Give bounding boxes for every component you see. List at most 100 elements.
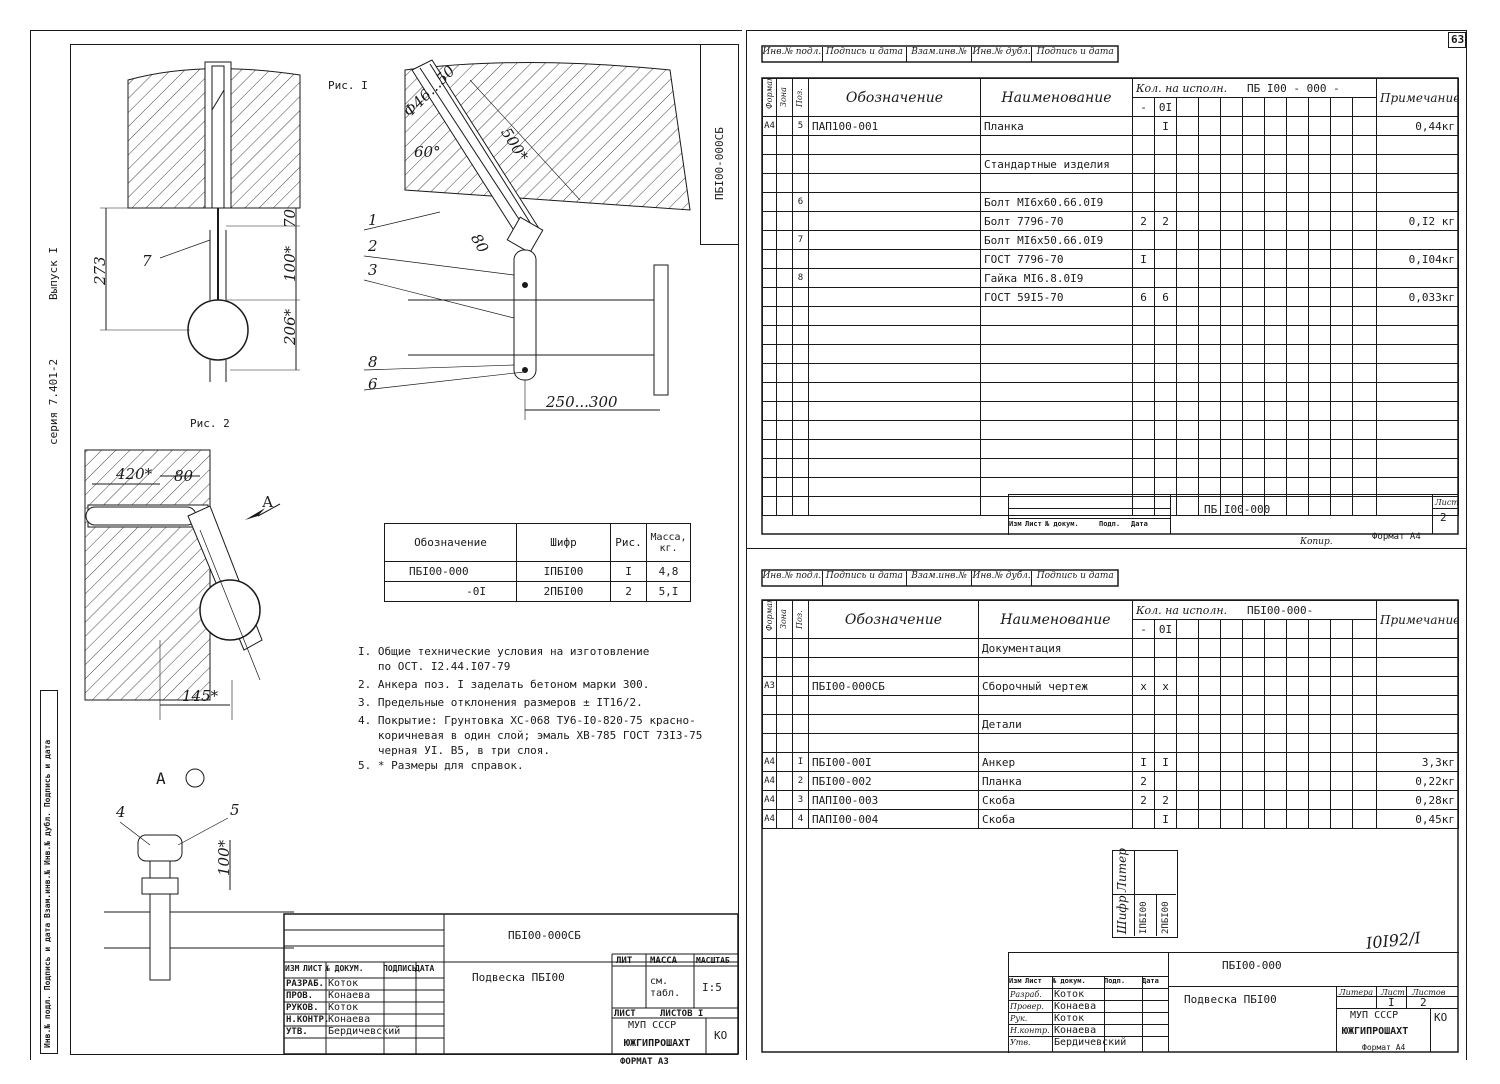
dim-80b: 80 <box>174 467 194 485</box>
cell-pos <box>792 676 809 696</box>
left-role-1: ПРОВ. <box>286 991 314 1001</box>
left-title-org: ЮЖГИПРОШАХТ <box>624 1038 691 1049</box>
cell-designation <box>808 695 979 715</box>
cell-note <box>1376 695 1459 715</box>
upper-title-copy: Копир. <box>1300 537 1333 547</box>
lower-title-org-top: МУП СССР <box>1350 1010 1399 1021</box>
left-title-name: Подвеска ПБI00 <box>472 971 565 984</box>
cell-note <box>1376 657 1459 677</box>
cell-pos: 6 <box>792 192 809 212</box>
cell-q2: 2 <box>1154 211 1177 231</box>
table-row <box>762 325 1460 345</box>
left-sheet-border-left <box>30 30 31 1060</box>
table-row: Документация <box>762 638 1459 658</box>
cell-q1 <box>1132 657 1155 677</box>
cell-q1: 2 <box>1132 211 1155 231</box>
table-row: -0I 2ПБI00 2 5,I <box>384 581 691 602</box>
cell-q2 <box>1154 638 1177 658</box>
lower-h-format: Формат <box>762 600 777 639</box>
cell-format: А4 <box>762 771 777 791</box>
cell-q1 <box>1132 154 1155 174</box>
cell-designation: ПАПI00-003 <box>808 790 979 810</box>
technical-notes: I. Общие технические условия на изготовл… <box>358 645 703 772</box>
cell-name: Гайка МI6.8.0I9 <box>980 268 1133 288</box>
cell-pos: 2 <box>792 771 809 791</box>
cell-q1: х <box>1132 676 1155 696</box>
cell-name: Анкер <box>978 752 1133 772</box>
cell-format <box>762 154 777 174</box>
cell-pos <box>792 657 809 677</box>
upper-title-code: ПБ I00-000 <box>1204 503 1271 516</box>
cell-pos <box>792 249 809 269</box>
lower-title-sheet: I <box>1388 996 1395 1009</box>
left-role-4: УТВ. <box>286 1027 308 1037</box>
dim-100: 100* <box>281 245 299 282</box>
cell-note <box>1376 230 1460 250</box>
lower-role-4: Утв. <box>1010 1038 1031 1047</box>
cell-note <box>1376 173 1460 193</box>
lower-title-head: Изм Лист № докум. Подп. Дата <box>1009 977 1159 985</box>
cell-q2 <box>1154 657 1177 677</box>
cell-pos: 7 <box>792 230 809 250</box>
lower-title-block <box>1008 952 1459 1053</box>
pos-6: 6 <box>368 375 378 393</box>
cell-note: 0,22кг <box>1376 771 1459 791</box>
upper-title-format: Формат А4 <box>1372 532 1421 542</box>
cell-pos <box>792 173 809 193</box>
cell-q2: I <box>1154 809 1177 829</box>
cell-designation <box>808 268 981 288</box>
table-row <box>762 458 1460 478</box>
cell-pos <box>792 733 809 753</box>
dim-250-300: 250...300 <box>546 393 618 411</box>
cell-q2 <box>1154 733 1177 753</box>
dim-145: 145* <box>182 687 219 705</box>
table-row: 6 Болт МI6х60.66.0I9 <box>762 192 1460 212</box>
view-a-label: А <box>156 769 166 788</box>
upper-h-name: Наименование <box>980 78 1133 117</box>
upper-title-head: Изм Лист № докум. Подп. Дата <box>1009 520 1148 528</box>
cell-format <box>762 657 777 677</box>
dim-70: 70 <box>281 208 299 228</box>
cell-q2: I <box>1154 116 1177 136</box>
cell-q2: 6 <box>1154 287 1177 307</box>
sheet-number-box <box>1448 32 1466 48</box>
left-title-mass-val: см. табл. <box>650 976 681 999</box>
table-row <box>762 420 1460 440</box>
upper-title-block <box>1008 494 1459 535</box>
cell-name: Болт МI6х60.66.0I9 <box>980 192 1133 212</box>
upper-h-pos: Поз. <box>792 78 809 117</box>
lower-title-org: ЮЖГИПРОШАХТ <box>1342 1026 1409 1037</box>
cell-name: ГОСТ 7796-70 <box>980 249 1133 269</box>
cell-q1 <box>1132 230 1155 250</box>
flange <box>653 264 669 396</box>
cell-designation <box>808 230 981 250</box>
table-row <box>762 496 1460 516</box>
cell-designation <box>808 657 979 677</box>
cell-note <box>1376 733 1459 753</box>
anchor-rod-1 <box>211 65 225 209</box>
cell-q1: 2 <box>1132 771 1155 791</box>
fig2-label: Рис. 2 <box>190 417 230 430</box>
cell-note <box>1376 638 1459 658</box>
left-name-0: Коток <box>328 978 359 989</box>
table-row: Детали <box>762 714 1459 734</box>
left-title-sheets: ЛИСТОВ I <box>660 1009 704 1019</box>
cell-q2: I <box>1154 752 1177 772</box>
cell-pos <box>792 714 809 734</box>
wall-hatch-2 <box>404 62 691 211</box>
dim-273: 273 <box>91 256 109 285</box>
dim-60: 60° <box>414 143 441 161</box>
lower-title-liter: Литера <box>1339 988 1374 997</box>
cell-designation <box>808 714 979 734</box>
left-title-org-top: МУП СССР <box>628 1020 677 1031</box>
cell-format <box>762 135 777 155</box>
pipe-section-2 <box>199 579 261 641</box>
cell-q2 <box>1154 230 1177 250</box>
pos-8: 8 <box>368 353 378 371</box>
wall-hatch-3 <box>84 449 211 701</box>
cell-name <box>980 173 1133 193</box>
